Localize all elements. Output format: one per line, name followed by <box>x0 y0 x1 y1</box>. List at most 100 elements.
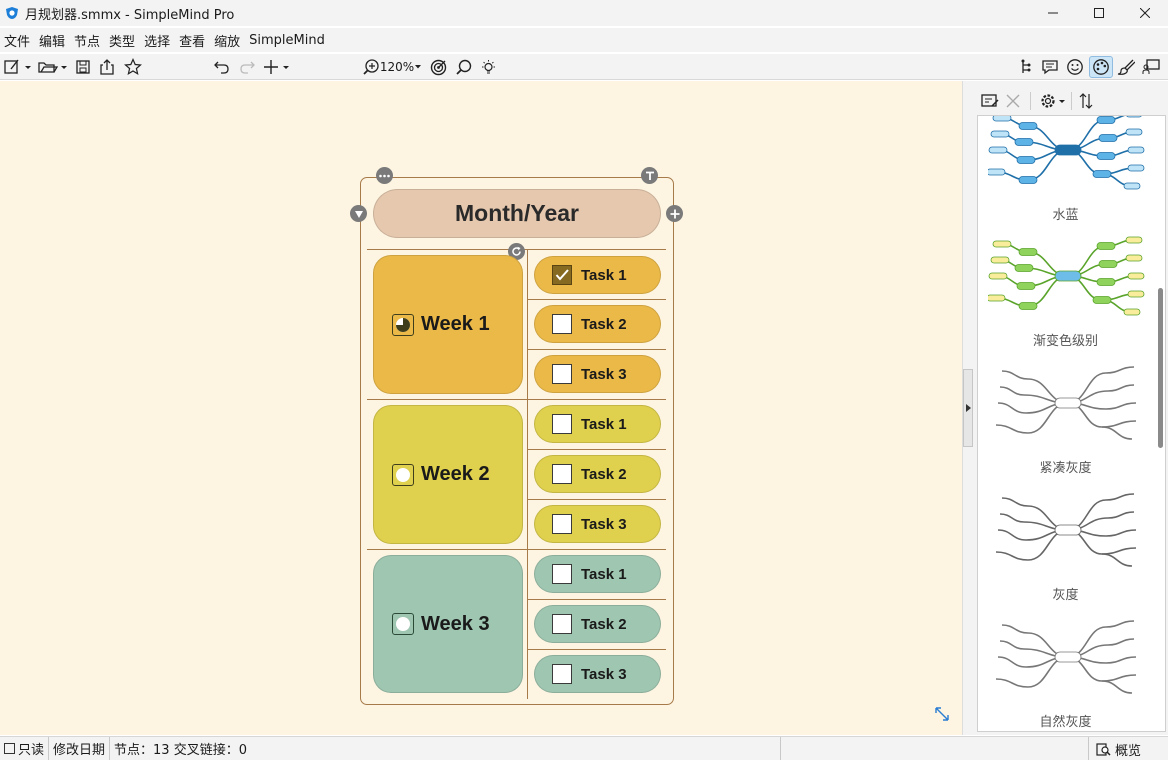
focus-button[interactable] <box>428 56 448 78</box>
scroll-thumb[interactable] <box>1158 288 1163 448</box>
menu-select[interactable]: 选择 <box>144 34 171 50</box>
menu-node[interactable]: 节点 <box>74 34 101 50</box>
overview-label: 概览 <box>1115 743 1142 759</box>
task-label: Task 2 <box>581 615 627 633</box>
connector-line <box>528 599 666 600</box>
style-list[interactable]: 水蓝渐变色级别紧凑灰度灰度自然灰度 <box>977 115 1166 732</box>
share-button[interactable] <box>97 56 117 78</box>
zoom-level: 120% <box>379 60 415 74</box>
redo-button[interactable] <box>236 56 258 78</box>
style-button[interactable] <box>1089 56 1113 78</box>
style-preset-item[interactable]: 水蓝 <box>978 116 1153 235</box>
close-button[interactable] <box>1122 0 1168 26</box>
task-topic[interactable]: Task 1 <box>534 405 661 443</box>
undo-button[interactable] <box>211 56 233 78</box>
open-button[interactable] <box>36 56 70 78</box>
resize-expand-icon[interactable] <box>934 706 950 726</box>
task-topic[interactable]: Task 2 <box>534 605 661 643</box>
presentation-button[interactable] <box>1140 56 1162 78</box>
close-icon <box>1006 94 1020 108</box>
menu-view[interactable]: 查看 <box>179 34 206 50</box>
edit-style-button[interactable] <box>980 92 1000 110</box>
presentation-icon <box>1142 59 1160 74</box>
text-style-handle[interactable] <box>641 167 658 184</box>
task-topic[interactable]: Task 1 <box>534 256 661 294</box>
ellipsis-icon <box>379 174 390 177</box>
style-preset-label: 自然灰度 <box>1039 715 1092 730</box>
plus-icon <box>264 60 289 74</box>
status-bar: 只读 修改日期 节点：13 交叉链接：0 概览 <box>0 736 1168 760</box>
checkbox[interactable] <box>552 614 572 634</box>
delete-style-button[interactable] <box>1006 94 1020 108</box>
text-t-icon <box>645 171 654 180</box>
style-settings-button[interactable] <box>1039 92 1067 110</box>
week-topic-3[interactable]: Week 3 <box>373 555 523 693</box>
style-preset-item[interactable]: 紧凑灰度 <box>978 361 1153 488</box>
checkbox[interactable] <box>552 414 572 434</box>
menu-file[interactable]: 文件 <box>4 34 31 50</box>
task-topic[interactable]: Task 1 <box>534 555 661 593</box>
new-button[interactable] <box>2 56 34 78</box>
task-topic[interactable]: Task 2 <box>534 455 661 493</box>
checkbox[interactable] <box>552 464 572 484</box>
panel-collapse-button[interactable] <box>963 369 973 447</box>
chevron-right-icon <box>966 404 971 412</box>
task-topic[interactable]: Task 3 <box>534 655 661 693</box>
menu-zoom[interactable]: 缩放 <box>214 34 241 50</box>
style-preview-thumbnail <box>995 493 1137 567</box>
brainstorm-button[interactable] <box>478 56 498 78</box>
more-options-handle[interactable] <box>376 167 393 184</box>
collapse-handle[interactable] <box>350 205 367 222</box>
menu-type[interactable]: 类型 <box>109 34 136 50</box>
checkbox[interactable] <box>4 743 15 754</box>
task-topic[interactable]: Task 3 <box>534 505 661 543</box>
week-topic-1[interactable]: Week 1 <box>373 255 523 394</box>
menu-simplemind[interactable]: SimpleMind <box>249 32 325 48</box>
emoji-button[interactable] <box>1064 56 1086 78</box>
brush-button[interactable] <box>1115 56 1137 78</box>
checkbox[interactable] <box>552 314 572 334</box>
style-preset-item[interactable]: 自然灰度 <box>978 615 1153 731</box>
overview-button[interactable]: 概览 <box>1088 737 1141 760</box>
add-topic-button[interactable] <box>262 56 292 78</box>
outline-view-button[interactable] <box>1015 56 1035 78</box>
week-label: Week 1 <box>421 313 490 335</box>
checkbox[interactable] <box>552 564 572 584</box>
new-document-icon <box>4 59 31 74</box>
folder-open-icon <box>38 62 67 73</box>
add-child-handle[interactable] <box>666 205 683 222</box>
checkbox[interactable] <box>552 664 572 684</box>
checkbox[interactable] <box>552 364 572 384</box>
connector-line <box>528 499 666 500</box>
style-preset-item[interactable]: 灰度 <box>978 488 1153 615</box>
search-button[interactable] <box>453 56 473 78</box>
title-bar: 月规划器.smmx - SimpleMind Pro <box>0 0 1168 26</box>
sort-button[interactable] <box>1078 92 1094 110</box>
week-label: Week 2 <box>421 463 490 485</box>
save-button[interactable] <box>73 56 93 78</box>
brush-icon <box>1117 59 1135 75</box>
root-topic[interactable]: Month/Year <box>373 189 661 238</box>
scrollbar[interactable] <box>1157 124 1163 724</box>
task-topic[interactable]: Task 3 <box>534 355 661 393</box>
menu-bar: 文件 编辑 节点 类型 选择 查看 缩放 SimpleMind <box>0 28 1168 52</box>
task-topic[interactable]: Task 2 <box>534 305 661 343</box>
minimize-button[interactable] <box>1030 0 1076 26</box>
redo-icon <box>240 61 255 74</box>
favorite-button[interactable] <box>122 56 144 78</box>
menu-edit[interactable]: 编辑 <box>39 34 66 50</box>
readonly-toggle[interactable]: 只读 <box>0 736 50 760</box>
checkbox-checked[interactable] <box>552 265 572 285</box>
comment-icon <box>1042 60 1058 75</box>
style-preview-thumbnail <box>995 620 1137 694</box>
smiley-icon <box>1067 59 1083 75</box>
task-label: Task 1 <box>581 266 627 284</box>
task-label: Task 2 <box>581 315 627 333</box>
checkbox[interactable] <box>552 514 572 534</box>
maximize-button[interactable] <box>1076 0 1122 26</box>
zoom-dropdown[interactable]: 120% <box>359 56 425 78</box>
notes-button[interactable] <box>1039 56 1061 78</box>
save-icon <box>76 60 90 74</box>
week-topic-2[interactable]: Week 2 <box>373 405 523 544</box>
style-preset-item[interactable]: 渐变色级别 <box>978 234 1153 361</box>
